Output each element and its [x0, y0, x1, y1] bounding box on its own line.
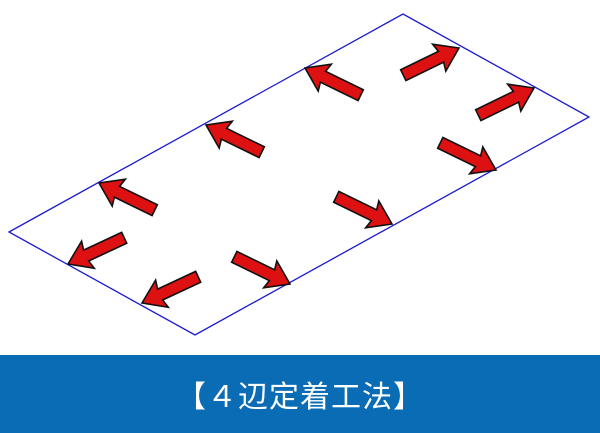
arrow-right-bottom-3: [432, 128, 504, 185]
arrow-left-top-3: [91, 168, 163, 225]
arrow-left-top-1: [297, 53, 369, 110]
caption-bar: 【４辺定着工法】: [0, 355, 600, 433]
sheet-outline: [7, 13, 591, 336]
arrow-top-right-2: [470, 73, 542, 130]
arrow-bottom-left-1: [60, 223, 132, 279]
caption-title: 【４辺定着工法】: [176, 380, 424, 415]
arrow-right-bottom-2: [328, 182, 400, 239]
diagram-canvas: [7, 13, 591, 336]
arrow-right-bottom-1: [226, 242, 298, 299]
arrow-left-top-2: [198, 110, 270, 167]
